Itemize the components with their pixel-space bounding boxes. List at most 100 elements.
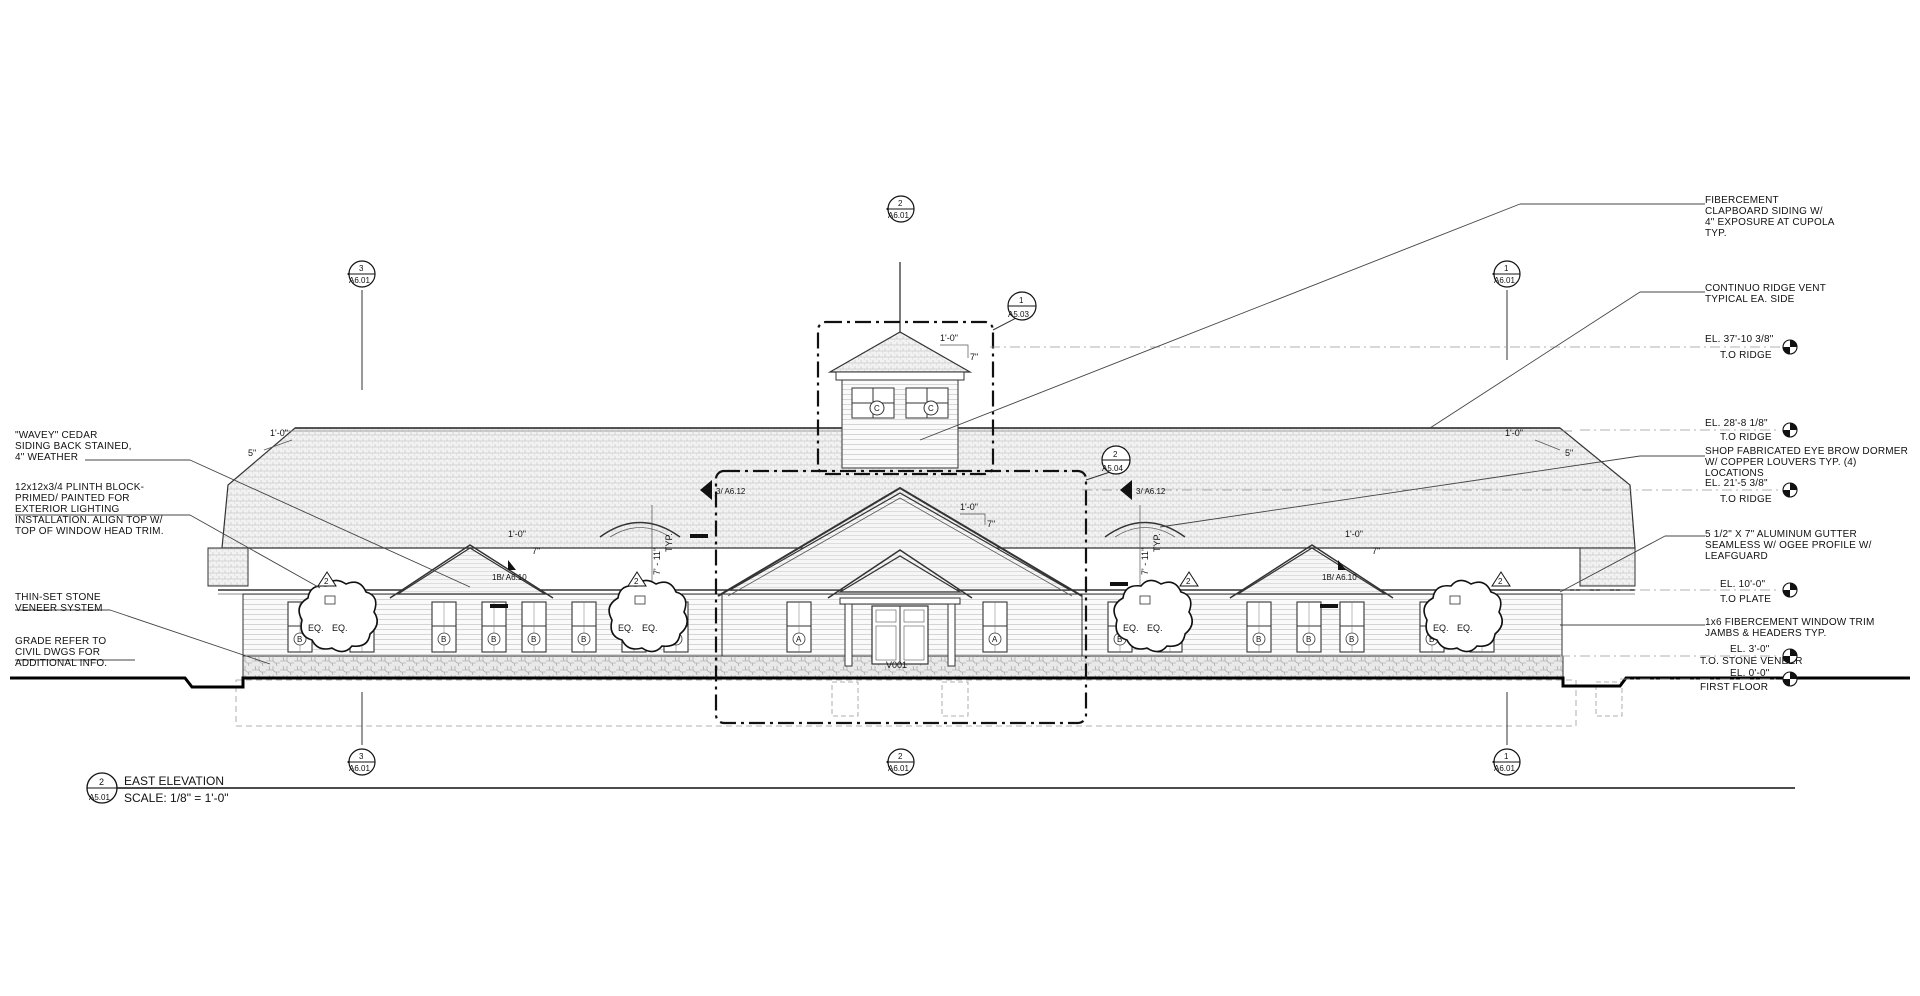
svg-text:1'-0": 1'-0" [1505, 428, 1523, 438]
svg-text:1: 1 [1504, 264, 1509, 273]
note-plinth: 12x12x3/4 PLINTH BLOCK-PRIMED/ PAINTED F… [15, 482, 164, 537]
svg-text:7": 7" [970, 352, 978, 362]
svg-text:4" EXPOSURE AT CUPOLA: 4" EXPOSURE AT CUPOLA [1705, 217, 1835, 228]
svg-text:TYP.: TYP. [664, 533, 674, 552]
window-tag-c: C [874, 404, 880, 413]
svg-text:CLAPBOARD SIDING W/: CLAPBOARD SIDING W/ [1705, 206, 1823, 217]
elevation-target-icon [1782, 648, 1798, 664]
title-name: EAST ELEVATION [124, 774, 224, 788]
svg-text:EQ.: EQ. [1433, 623, 1449, 633]
lighting-clouds: EQ.EQ.EQ.EQ.EQ.EQ.EQ.EQ. [298, 579, 1503, 653]
svg-text:1'-0": 1'-0" [270, 428, 288, 438]
svg-text:EQ.: EQ. [642, 623, 658, 633]
svg-text:SEAMLESS W/ OGEE PROFILE W/: SEAMLESS W/ OGEE PROFILE W/ [1705, 540, 1872, 551]
section-marker-top-right[interactable]: 1 A6.01 [1492, 260, 1521, 360]
dimension-callouts: 1'-0" 7" 1'-0" 7" 1'-0" 7" 1'-0" 7" 1'-0… [248, 333, 1573, 590]
eyebrow-dormer-right [1104, 521, 1186, 538]
svg-text:PRIMED/ PAINTED FOR: PRIMED/ PAINTED FOR [15, 493, 130, 504]
svg-text:1: 1 [1019, 296, 1024, 305]
wall-section-marker-right[interactable]: 3/ A6.12 [1110, 480, 1166, 586]
elevation-marker-main-ridge: EL. 28'-8 1/8" T.O RIDGE [1705, 418, 1772, 443]
window: B [1246, 601, 1272, 653]
window: A [786, 601, 812, 653]
section-marker-bottom-center[interactable]: 2 A6.01 [886, 748, 915, 776]
svg-text:7' - 11": 7' - 11" [1140, 548, 1150, 575]
window-tag: B [1349, 635, 1354, 644]
window-tag: B [491, 635, 496, 644]
elevation-tag-triangle: 2 [317, 571, 337, 587]
porch-gable [837, 555, 963, 593]
svg-text:1x6 FIBERCEMENT WINDOW TRIM: 1x6 FIBERCEMENT WINDOW TRIM [1705, 617, 1874, 628]
light-fixture-cloud: EQ. EQ. [1423, 579, 1503, 653]
elevation-target-icon [1782, 422, 1798, 438]
svg-text:W/ COPPER LOUVERS TYP. (4): W/ COPPER LOUVERS TYP. (4) [1705, 457, 1857, 468]
svg-text:INSTALLATION. ALIGN TOP W/: INSTALLATION. ALIGN TOP W/ [15, 515, 163, 526]
svg-text:7": 7" [532, 546, 540, 556]
svg-text:5": 5" [248, 448, 256, 458]
window-tag: B [1306, 635, 1311, 644]
elevation-tag-triangle: 2 [627, 571, 647, 587]
svg-text:"WAVEY" CEDAR: "WAVEY" CEDAR [15, 430, 98, 441]
svg-text:THIN-SET STONE: THIN-SET STONE [15, 592, 101, 603]
drawing-title: 2 A5.01 EAST ELEVATION SCALE: 1/8" = 1'-… [86, 772, 1795, 805]
title-sheet: A5.01 [89, 793, 110, 802]
svg-text:EQ.: EQ. [618, 623, 634, 633]
elevation-tag-triangle: 2 [1179, 571, 1199, 587]
note-leaders [15, 203, 1705, 665]
window-tag: B [1256, 635, 1261, 644]
svg-text:2: 2 [634, 577, 639, 586]
door-tag: V001 [886, 660, 907, 670]
right-gable [1235, 547, 1388, 595]
svg-text:EQ.: EQ. [332, 623, 348, 633]
svg-text:ADDITIONAL INFO.: ADDITIONAL INFO. [15, 658, 107, 669]
wall-section-marker-left[interactable]: 3/ A6.12 [690, 480, 746, 538]
svg-text:GRADE REFER TO: GRADE REFER TO [15, 636, 106, 647]
svg-text:A5.04: A5.04 [1102, 464, 1123, 473]
svg-text:2: 2 [1113, 450, 1118, 459]
cupola-detail-boundary [816, 320, 995, 476]
svg-text:EQ.: EQ. [308, 623, 324, 633]
svg-text:EXTERIOR LIGHTING: EXTERIOR LIGHTING [15, 504, 120, 515]
svg-text:EL. 28'-8 1/8": EL. 28'-8 1/8" [1705, 418, 1768, 429]
svg-text:A6.01: A6.01 [349, 764, 370, 773]
detail-bubble-cupola[interactable]: 1 A5.03 [992, 291, 1037, 331]
dormer-section-marker-right[interactable]: 1B/ A6.10 [1320, 560, 1357, 608]
window-tag: B [1117, 635, 1122, 644]
section-marker-bottom-right[interactable]: 1 A6.01 [1492, 692, 1521, 776]
svg-text:3/ A6.12: 3/ A6.12 [1136, 487, 1166, 496]
svg-text:1B/ A6.10: 1B/ A6.10 [492, 573, 527, 582]
title-scale: SCALE: 1/8" = 1'-0" [124, 791, 229, 805]
svg-text:5": 5" [1565, 448, 1573, 458]
section-marker-bottom-left[interactable]: 3 A6.01 [347, 692, 376, 776]
elevation-markers: EL. 37'-10 3/8" T.O RIDGE EL. 28'-8 1/8"… [1700, 334, 1802, 693]
left-eave [207, 547, 249, 587]
light-fixture-cloud: EQ.EQ. [1113, 579, 1193, 653]
svg-text:A6.01: A6.01 [888, 211, 909, 220]
svg-text:EQ.: EQ. [1457, 623, 1473, 633]
window-tag: A [796, 635, 802, 644]
svg-text:CONTINUO RIDGE VENT: CONTINUO RIDGE VENT [1705, 283, 1826, 294]
svg-text:2: 2 [1498, 577, 1503, 586]
section-marker-top-left[interactable]: 3 A6.01 [347, 260, 376, 390]
svg-text:3: 3 [359, 264, 364, 273]
svg-text:A6.01: A6.01 [1494, 764, 1515, 773]
svg-text:2: 2 [324, 577, 329, 586]
detail-bubble-entrance[interactable]: 2 A5.04 [1085, 445, 1131, 481]
svg-text:A6.01: A6.01 [888, 764, 909, 773]
svg-text:7": 7" [1372, 546, 1380, 556]
svg-text:EL. 21'-5 3/8": EL. 21'-5 3/8" [1705, 478, 1768, 489]
window-tag: A [992, 635, 998, 644]
svg-text:T.O PLATE: T.O PLATE [1720, 594, 1771, 605]
svg-text:TYP.: TYP. [1152, 533, 1162, 552]
dormer-section-marker-left[interactable]: 1B/ A6.10 [490, 560, 527, 608]
svg-text:1'-0": 1'-0" [508, 529, 526, 539]
section-marker-top-center[interactable]: 2 A6.01 [886, 195, 915, 223]
